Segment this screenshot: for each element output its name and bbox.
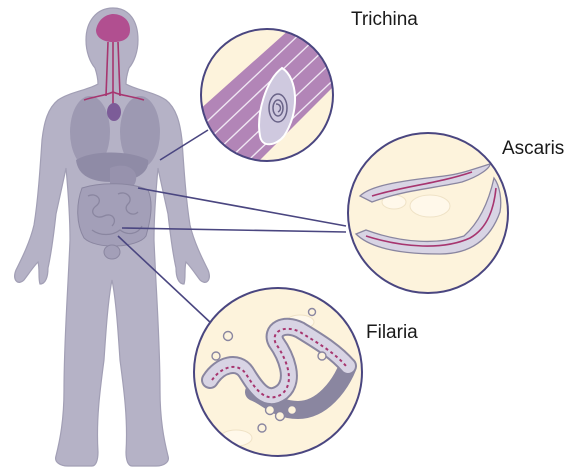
filaria-label: Filaria <box>366 322 418 344</box>
trichina-lens <box>188 20 360 180</box>
ascaris-label: Ascaris <box>502 138 564 160</box>
intestines <box>78 184 151 246</box>
heart <box>107 103 121 121</box>
leader-ascaris-2 <box>122 228 346 232</box>
filaria-lens <box>194 288 362 456</box>
human-body <box>15 8 210 466</box>
trichina-label: Trichina <box>351 9 418 31</box>
bladder <box>104 245 120 259</box>
ascaris-lens <box>348 133 508 293</box>
